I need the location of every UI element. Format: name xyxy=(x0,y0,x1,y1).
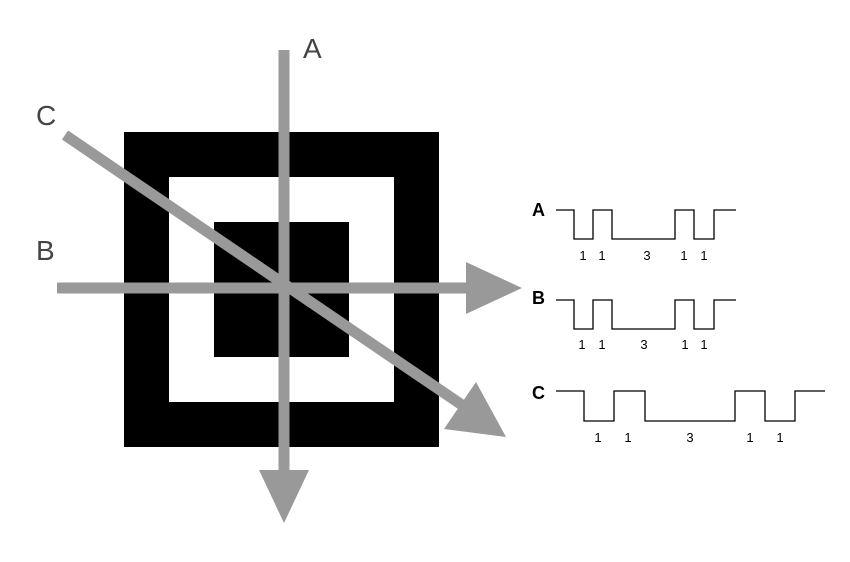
arrowhead-b xyxy=(466,262,522,314)
signal-c: C 1 1 3 1 1 xyxy=(532,383,825,445)
width-label: 1 xyxy=(579,248,586,263)
width-label: 1 xyxy=(624,430,631,445)
width-label: 1 xyxy=(598,248,605,263)
arrowhead-a xyxy=(259,470,309,523)
scan-lines xyxy=(57,50,522,523)
width-label: 3 xyxy=(640,337,647,352)
signal-label-a: A xyxy=(532,200,545,220)
arrowhead-c xyxy=(444,382,506,437)
signal-waveform-a xyxy=(556,209,736,240)
signal-label-c: C xyxy=(532,383,545,403)
signal-a: A 1 1 3 1 1 xyxy=(532,200,736,263)
width-label: 3 xyxy=(686,430,693,445)
signal-waveform-b xyxy=(556,299,736,330)
width-label: 1 xyxy=(700,248,707,263)
width-label: 1 xyxy=(746,430,753,445)
signal-label-b: B xyxy=(532,288,545,308)
scan-label-c: C xyxy=(36,100,56,131)
width-label: 1 xyxy=(578,337,585,352)
width-label: 1 xyxy=(680,248,687,263)
width-label: 1 xyxy=(776,430,783,445)
scan-line-c xyxy=(61,130,466,410)
signal-b: B 1 1 3 1 1 xyxy=(532,288,736,352)
scan-label-a: A xyxy=(303,33,322,64)
signal-waveform-c xyxy=(556,390,825,422)
scan-label-b: B xyxy=(36,235,55,266)
width-label: 1 xyxy=(681,337,688,352)
width-label: 1 xyxy=(700,337,707,352)
width-label: 1 xyxy=(594,430,601,445)
width-label: 3 xyxy=(643,248,650,263)
width-label: 1 xyxy=(598,337,605,352)
